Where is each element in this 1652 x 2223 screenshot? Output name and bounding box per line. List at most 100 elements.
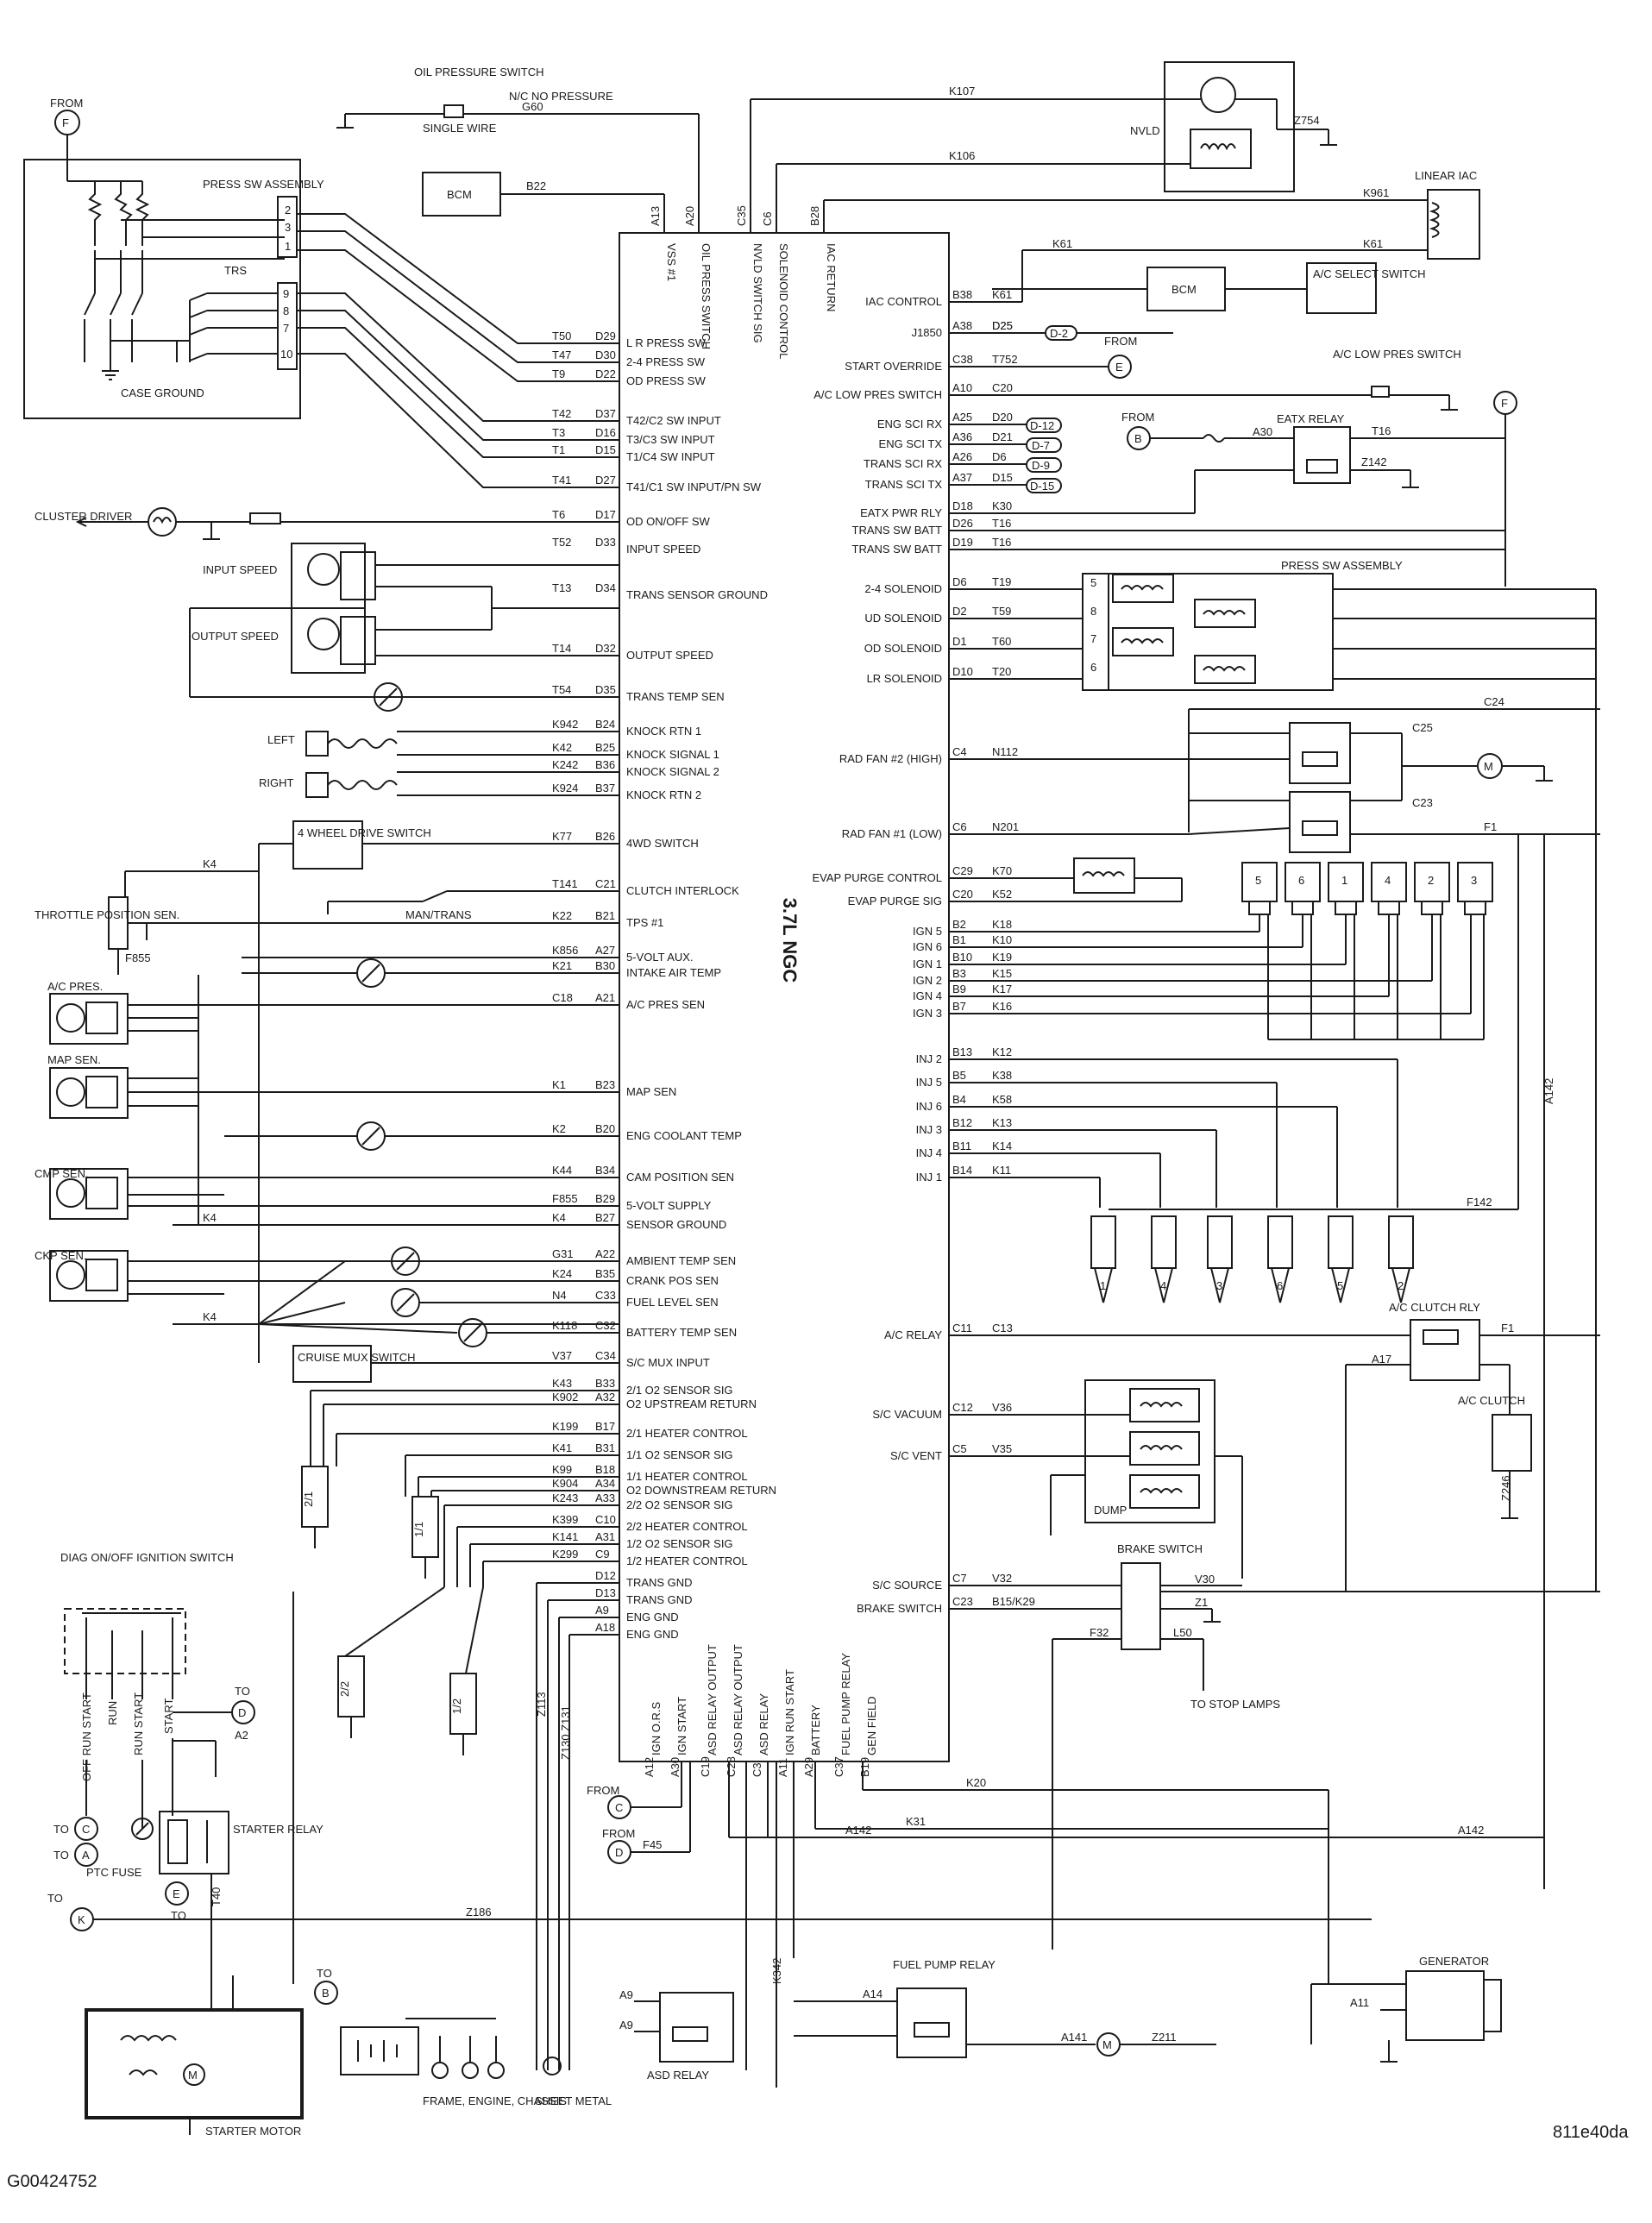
right-wire-29: K14 — [992, 1140, 1012, 1152]
input-speed-label: INPUT SPEED — [203, 563, 277, 576]
four-wd-label: 4 WHEEL DRIVE SWITCH — [298, 826, 431, 839]
o2-wires: Z113 Z130 Z131 — [310, 1390, 619, 2070]
brake-switch-label: BRAKE SWITCH — [1117, 1542, 1203, 1555]
right-label-6: TRANS SCI RX — [864, 457, 942, 470]
left-wire-b33: K43 — [552, 1377, 572, 1390]
bottom-pin-1: A30 — [669, 1757, 682, 1777]
left-label-b20: ENG COOLANT TEMP — [626, 1129, 742, 1142]
left-wire-b35: K24 — [552, 1267, 572, 1280]
svg-text:F: F — [1501, 397, 1508, 410]
ac-clutch-block: A/C CLUTCH RLY F1 A17 A/C CLUTCH Z246 — [949, 1301, 1600, 1592]
left-pin-d15: D15 — [595, 443, 616, 456]
left-label-b35: CRANK POS SEN — [626, 1274, 719, 1287]
battery-grounds: FRAME, ENGINE, CHASSIS SHEET METAL — [340, 2018, 612, 2107]
nvld-label: NVLD — [1130, 124, 1160, 137]
left-label-d32: OUTPUT SPEED — [626, 649, 713, 662]
run-label: RUN — [106, 1701, 119, 1725]
left-pin-d32: D32 — [595, 642, 616, 655]
solenoid-pack: PRESS SW ASSEMBLY 5 8 7 6 — [949, 559, 1597, 1592]
left-label-c21: CLUTCH INTERLOCK — [626, 884, 739, 897]
wire-d7: D-7 — [1032, 439, 1050, 452]
coil-number: 4 — [1385, 874, 1391, 887]
left-pin-b25: B25 — [595, 741, 615, 754]
right-pin-21: B10 — [952, 951, 972, 964]
left-pin-d22: D22 — [595, 367, 616, 380]
dump-label: DUMP — [1094, 1504, 1127, 1517]
svg-text:2: 2 — [285, 204, 291, 217]
map-sen-label: MAP SEN. — [47, 1053, 101, 1066]
o2-sensors: 2/11/12/21/2 — [301, 1466, 477, 1755]
generator-label: GENERATOR — [1419, 1955, 1489, 1968]
right-wire-22: K15 — [992, 967, 1012, 980]
top-pin-id: C6 — [761, 211, 774, 226]
right-pin-20: B1 — [952, 933, 966, 946]
wire-k4-b: K4 — [203, 1211, 217, 1224]
right-label-11: 2-4 SOLENOID — [864, 582, 942, 595]
right-wire-21: K19 — [992, 951, 1012, 964]
left-label-b25: KNOCK SIGNAL 1 — [626, 748, 719, 761]
wire-z131: Z130 Z131 — [559, 1705, 572, 1760]
bottom-pin-6: A29 — [802, 1757, 815, 1777]
wire-f45: F45 — [643, 1838, 662, 1851]
left-wire-b26: K77 — [552, 830, 572, 843]
right-label-21: IGN 1 — [913, 958, 942, 970]
bottom-label-7: FUEL PUMP RELAY — [839, 1653, 852, 1755]
right-wire-0: K61 — [992, 288, 1012, 301]
off-run-start-label: OFF RUN START — [80, 1692, 93, 1781]
left-label-a34: O2 DOWNSTREAM RETURN — [626, 1484, 776, 1497]
wire-d15: D-15 — [1030, 480, 1054, 493]
left-label-d16: T3/C3 SW INPUT — [626, 433, 715, 446]
right-label-10: TRANS SW BATT — [852, 543, 943, 556]
wire-f1-b: F1 — [1501, 1322, 1514, 1334]
footer-left: G00424752 — [7, 2172, 97, 2191]
right-label-31: A/C RELAY — [884, 1328, 942, 1341]
wire-a142-b: A142 — [845, 1824, 871, 1837]
left-wire-d35: T54 — [552, 683, 571, 696]
o2-sensor-label: 2/1 — [302, 1491, 315, 1507]
left-label-c10: 2/2 HEATER CONTROL — [626, 1520, 748, 1533]
right-pin-6: A26 — [952, 450, 972, 463]
output-speed-label: OUTPUT SPEED — [192, 630, 279, 643]
wire-c24: C24 — [1484, 695, 1504, 708]
right-pin-18: C20 — [952, 888, 973, 901]
right-label-30: INJ 1 — [916, 1171, 942, 1184]
injector-number: 3 — [1216, 1279, 1222, 1292]
asd-relay-label: ASD RELAY — [647, 2069, 709, 2082]
wire-v30: V30 — [1195, 1573, 1215, 1586]
bottom-label-8: GEN FIELD — [865, 1696, 878, 1755]
left-label-a9: ENG GND — [626, 1611, 679, 1623]
right-wire-9: T16 — [992, 517, 1011, 530]
linear-iac-label: LINEAR IAC — [1415, 169, 1477, 182]
left-pin-c21: C21 — [595, 877, 616, 890]
right-label-8: EATX PWR RLY — [860, 506, 942, 519]
left-pin-b34: B34 — [595, 1164, 615, 1177]
left-label-d37: T42/C2 SW INPUT — [626, 414, 721, 427]
rad-fan-block: C24 C25 C23 M F1 — [949, 695, 1600, 853]
left-pin-c10: C10 — [595, 1513, 616, 1526]
right-label-24: IGN 3 — [913, 1007, 942, 1020]
left-pin-a22: A22 — [595, 1247, 615, 1260]
right-wire-17: K70 — [992, 864, 1012, 877]
svg-text:8: 8 — [1090, 605, 1096, 618]
left-label-c9: 1/2 HEATER CONTROL — [626, 1554, 748, 1567]
coil-socket — [1248, 901, 1271, 915]
top-pin-id: A20 — [683, 206, 696, 226]
right-pin-19: B2 — [952, 918, 966, 931]
left-wire-b23: K1 — [552, 1078, 566, 1091]
left-pin-b37: B37 — [595, 782, 615, 794]
right-pin-13: D1 — [952, 635, 967, 648]
left-wire-b24: K942 — [552, 718, 578, 731]
left-pin-c34: C34 — [595, 1349, 616, 1362]
right-wire-13: T60 — [992, 635, 1011, 648]
left-wire-b25: K42 — [552, 741, 572, 754]
to-k-label: TO — [47, 1892, 63, 1905]
bottom-label-4: ASD RELAY — [757, 1693, 770, 1755]
wire-g60: G60 — [522, 100, 543, 113]
wire-k61b: K61 — [1052, 237, 1072, 250]
o2-sensor-label: 1/2 — [450, 1699, 463, 1714]
oil-switch-label: OIL PRESSURE SWITCH — [414, 66, 543, 78]
left-label-d29: L R PRESS SW — [626, 336, 707, 349]
injector-body — [1267, 1215, 1293, 1269]
right-wire-33: V35 — [992, 1442, 1012, 1455]
